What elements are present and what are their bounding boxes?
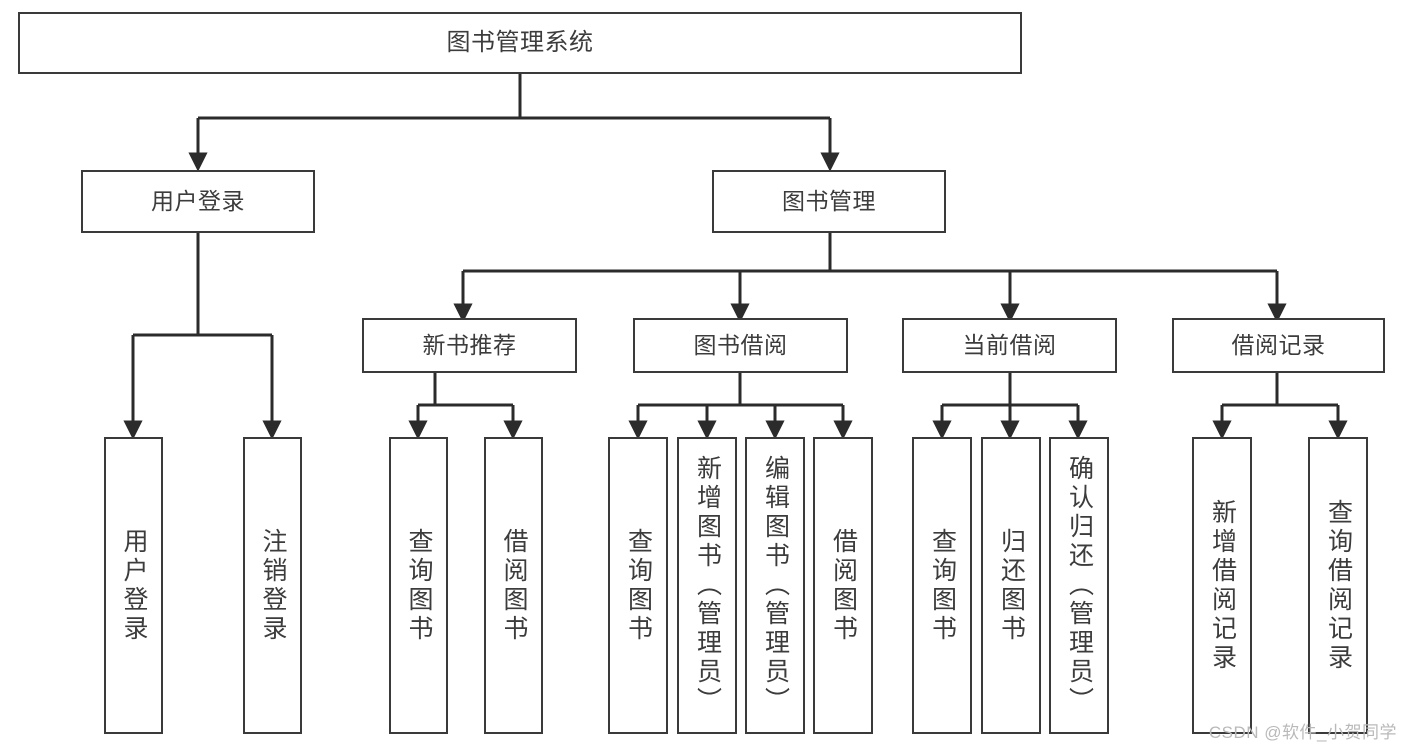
node-label: 借阅记录 bbox=[1231, 331, 1326, 358]
node-label: 查询借阅记录 bbox=[1324, 498, 1353, 673]
leaf-query-books-current[interactable]: 查询图书 bbox=[912, 437, 972, 734]
node-root-book-management-system[interactable]: 图书管理系统 bbox=[18, 12, 1022, 74]
leaf-borrow-books-recommend[interactable]: 借阅图书 bbox=[484, 437, 543, 734]
node-label: 用户登录 bbox=[120, 527, 148, 644]
node-borrow-records[interactable]: 借阅记录 bbox=[1172, 318, 1385, 373]
node-label: 用户登录 bbox=[151, 187, 245, 214]
leaf-add-borrow-record[interactable]: 新增借阅记录 bbox=[1192, 437, 1252, 734]
node-book-borrow[interactable]: 图书借阅 bbox=[633, 318, 848, 373]
node-label: 当前借阅 bbox=[962, 331, 1057, 358]
node-label: 借阅图书 bbox=[829, 527, 858, 644]
node-label: 归还图书 bbox=[997, 527, 1026, 644]
node-label: 确认归还（管理员） bbox=[1065, 455, 1094, 716]
node-label: 编辑图书（管理员） bbox=[761, 455, 790, 716]
node-label: 查询图书 bbox=[405, 527, 433, 644]
leaf-query-borrow-record[interactable]: 查询借阅记录 bbox=[1308, 437, 1368, 734]
node-label: 新书推荐 bbox=[422, 331, 517, 358]
node-book-management[interactable]: 图书管理 bbox=[712, 170, 946, 233]
leaf-add-book-admin[interactable]: 新增图书（管理员） bbox=[677, 437, 737, 734]
watermark-text: CSDN @软件_小贺同学 bbox=[1208, 723, 1397, 742]
node-label: 图书管理系统 bbox=[446, 28, 594, 56]
node-label: 借阅图书 bbox=[500, 527, 528, 644]
leaf-edit-book-admin[interactable]: 编辑图书（管理员） bbox=[745, 437, 805, 734]
leaf-user-login[interactable]: 用户登录 bbox=[104, 437, 163, 734]
leaf-query-books-borrow[interactable]: 查询图书 bbox=[608, 437, 668, 734]
node-label: 图书借阅 bbox=[693, 331, 788, 358]
node-label: 查询图书 bbox=[928, 527, 957, 644]
node-label: 新增图书（管理员） bbox=[693, 455, 722, 716]
node-current-borrow[interactable]: 当前借阅 bbox=[902, 318, 1117, 373]
leaf-confirm-return-admin[interactable]: 确认归还（管理员） bbox=[1049, 437, 1109, 734]
node-new-book-recommend[interactable]: 新书推荐 bbox=[362, 318, 577, 373]
leaf-logout[interactable]: 注销登录 bbox=[243, 437, 302, 734]
node-label: 图书管理 bbox=[782, 187, 876, 214]
leaf-query-books-recommend[interactable]: 查询图书 bbox=[389, 437, 448, 734]
node-label: 查询图书 bbox=[624, 527, 653, 644]
leaf-borrow-books[interactable]: 借阅图书 bbox=[813, 437, 873, 734]
node-label: 注销登录 bbox=[259, 527, 287, 644]
leaf-return-books[interactable]: 归还图书 bbox=[981, 437, 1041, 734]
node-user-login[interactable]: 用户登录 bbox=[81, 170, 315, 233]
node-label: 新增借阅记录 bbox=[1208, 498, 1237, 673]
